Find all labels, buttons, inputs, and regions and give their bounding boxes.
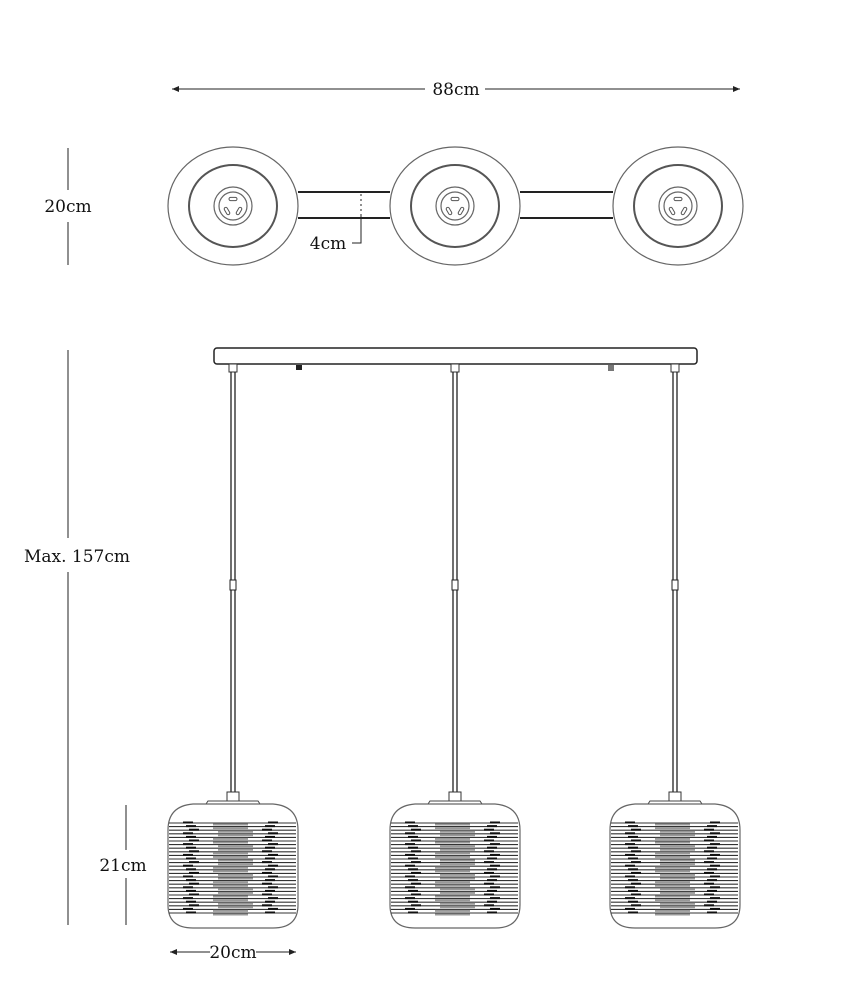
shade-height-label: 21cm — [99, 856, 146, 876]
shade-width-label: 20cm — [209, 943, 256, 963]
pendant-shade — [389, 363, 521, 929]
ceiling-canopy — [213, 347, 698, 365]
depth-dimension: 20cm — [44, 148, 92, 265]
shade-width-dimension: 20cm — [170, 943, 296, 963]
pendant-shade — [167, 363, 299, 929]
max-height-label: Max. 157cm — [24, 547, 130, 567]
top-view-shade — [389, 146, 521, 266]
top-view-shade — [612, 146, 744, 266]
pendant-shade — [609, 363, 741, 929]
bar-width-label: 4cm — [310, 234, 346, 254]
bar-width-dimension: 4cm — [310, 194, 362, 254]
total-width-dimension: 88cm — [172, 80, 740, 100]
max-height-dimension: Max. 157cm — [24, 350, 130, 925]
top-view-shade — [167, 146, 299, 266]
depth-label: 20cm — [44, 197, 91, 217]
shade-height-dimension: 21cm — [99, 805, 147, 925]
total-width-label: 88cm — [432, 80, 479, 100]
top-view — [167, 146, 744, 266]
